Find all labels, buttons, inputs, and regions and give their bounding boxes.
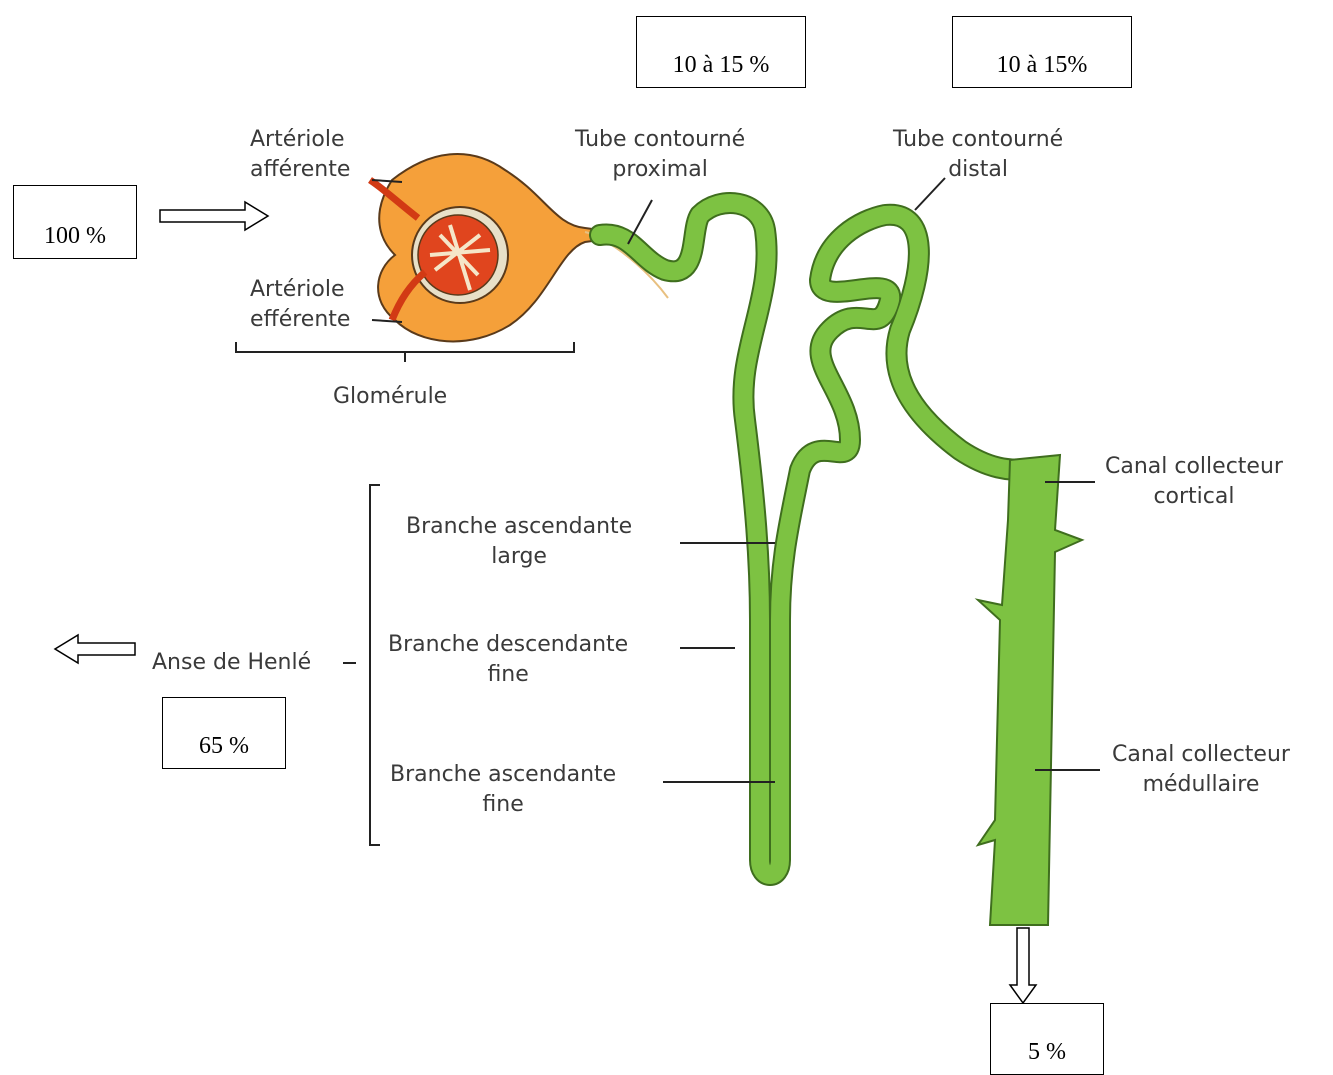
percent-box-tube-distal: 10 à 15% <box>952 16 1132 88</box>
arrow-down-icon <box>1010 928 1036 1003</box>
arrow-left-icon <box>55 635 135 663</box>
percent-box-glomerule: 100 % <box>13 185 137 259</box>
collecting-duct <box>978 455 1082 925</box>
label-anse-de-henle: Anse de Henlé <box>152 648 311 678</box>
percent-box-anse-henle: 65 % <box>162 697 286 769</box>
arrow-right-icon <box>160 202 268 230</box>
percent-box-tube-proximal: 10 à 15 % <box>636 16 806 88</box>
tubule-path <box>600 203 1025 875</box>
label-glomerule: Glomérule <box>333 382 447 412</box>
percent-box-urine: 5 % <box>990 1003 1104 1075</box>
